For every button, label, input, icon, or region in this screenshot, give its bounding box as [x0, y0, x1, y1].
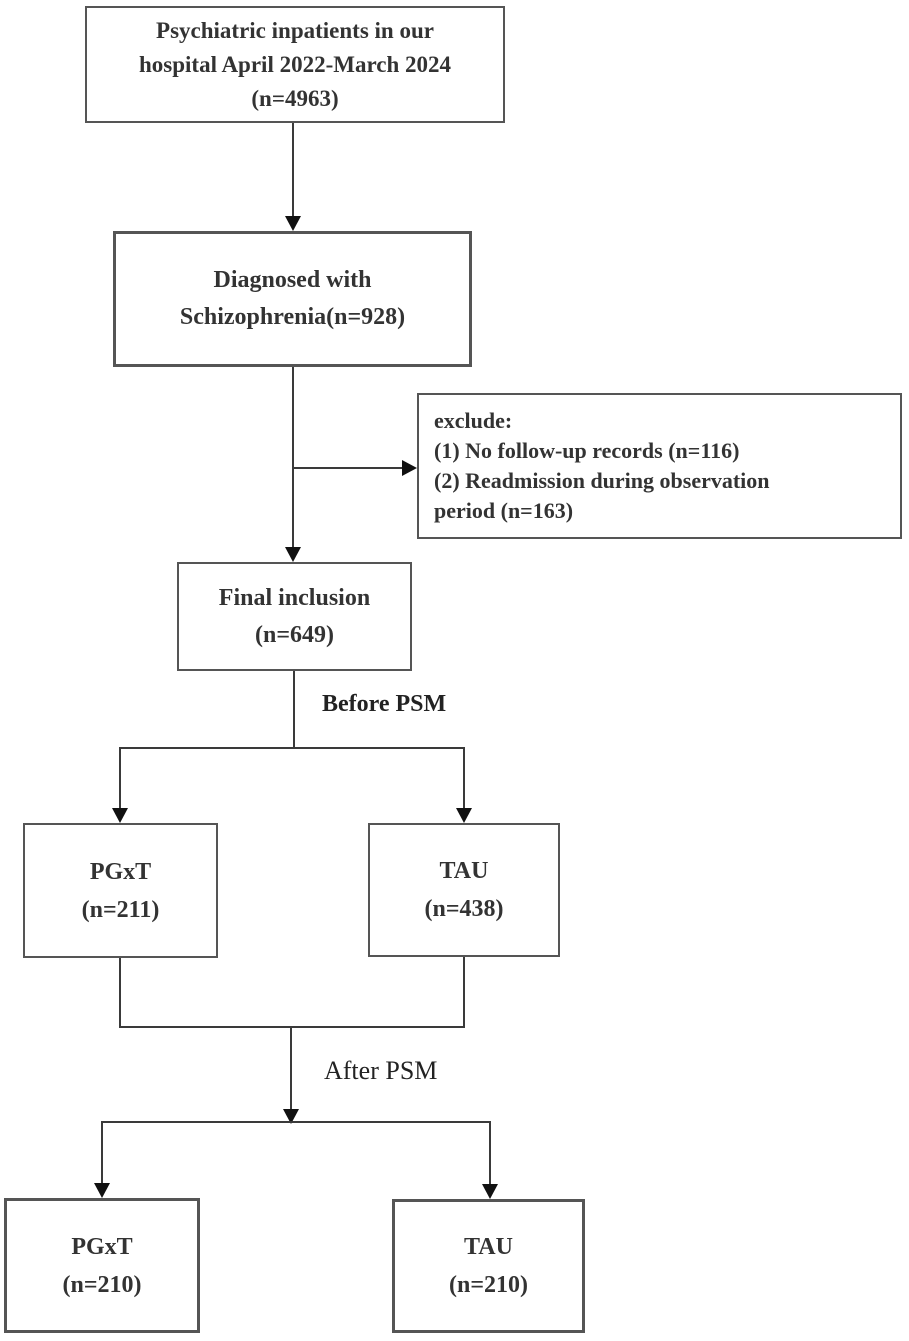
box-text-line: Schizophrenia(n=928): [179, 304, 406, 330]
arrowhead-down-icon: [285, 547, 301, 562]
arrowhead-down-icon: [283, 1109, 299, 1124]
flow-line-split-to-pgxt-before: [119, 747, 121, 810]
box-text-line: (n=4963): [251, 85, 339, 111]
box-text-line: PGxT: [89, 858, 152, 885]
box-text-line: TAU: [439, 858, 489, 884]
arrowhead-right-icon: [402, 460, 417, 476]
box-pgxt-before-psm: PGxT (n=211): [23, 823, 218, 958]
flow-line-split-to-tau-before: [463, 747, 465, 810]
box-final-inclusion: Final inclusion (n=649): [177, 562, 412, 671]
flow-line-pgxt-before-to-merge: [119, 958, 121, 1028]
box-text-line: (n=649): [254, 621, 334, 648]
box-text-line: (1) No follow-up records (n=116): [434, 438, 740, 463]
box-text-line: Final inclusion: [218, 584, 371, 611]
box-text-line: (n=438): [424, 896, 504, 922]
box-text-line: Psychiatric inpatients in our: [156, 17, 434, 43]
arrowhead-down-icon: [94, 1183, 110, 1198]
box-psychiatric-inpatients: Psychiatric inpatients in our hospital A…: [85, 6, 505, 123]
flow-line-split-to-tau-after: [489, 1121, 491, 1186]
box-text-line: (n=210): [62, 1271, 142, 1298]
flow-line-branch-to-exclusion: [293, 467, 403, 469]
box-diagnosed-schizophrenia: Diagnosed with Schizophrenia(n=928): [113, 231, 472, 367]
box-text-line: Diagnosed with: [213, 267, 372, 293]
box-text-line: TAU: [464, 1234, 513, 1260]
label-after-psm: After PSM: [324, 1056, 438, 1085]
arrowhead-down-icon: [285, 216, 301, 231]
box-exclusion-criteria: exclude: (1) No follow-up records (n=116…: [417, 393, 902, 539]
box-text-line: exclude:: [434, 408, 513, 433]
flow-line-after-psm-split: [102, 1121, 490, 1123]
flow-line-merge-bar: [120, 1026, 465, 1028]
flow-line-split-to-pgxt-after: [101, 1121, 103, 1185]
box-pgxt-after-psm: PGxT (n=210): [4, 1198, 200, 1333]
flow-line-tau-before-to-merge: [463, 957, 465, 1028]
box-text-line: hospital April 2022-March 2024: [138, 51, 451, 77]
box-text-line: (n=211): [81, 896, 160, 923]
box-text-line: (n=210): [448, 1272, 528, 1298]
box-text-line: (2) Readmission during observation: [434, 468, 770, 493]
flow-line-merge-to-after-split: [290, 1026, 292, 1111]
flow-line-before-psm-split: [120, 747, 465, 749]
flow-line-population-to-diagnosed: [292, 123, 294, 219]
arrowhead-down-icon: [456, 808, 472, 823]
box-text-line: period (n=163): [434, 498, 574, 523]
arrowhead-down-icon: [112, 808, 128, 823]
label-before-psm: Before PSM: [322, 691, 447, 717]
box-tau-before-psm: TAU (n=438): [368, 823, 560, 957]
box-tau-after-psm: TAU (n=210): [392, 1199, 585, 1333]
box-text-line: PGxT: [71, 1233, 133, 1260]
flow-line-diagnosed-to-final: [292, 367, 294, 549]
arrowhead-down-icon: [482, 1184, 498, 1199]
flow-line-final-to-split: [293, 671, 295, 748]
